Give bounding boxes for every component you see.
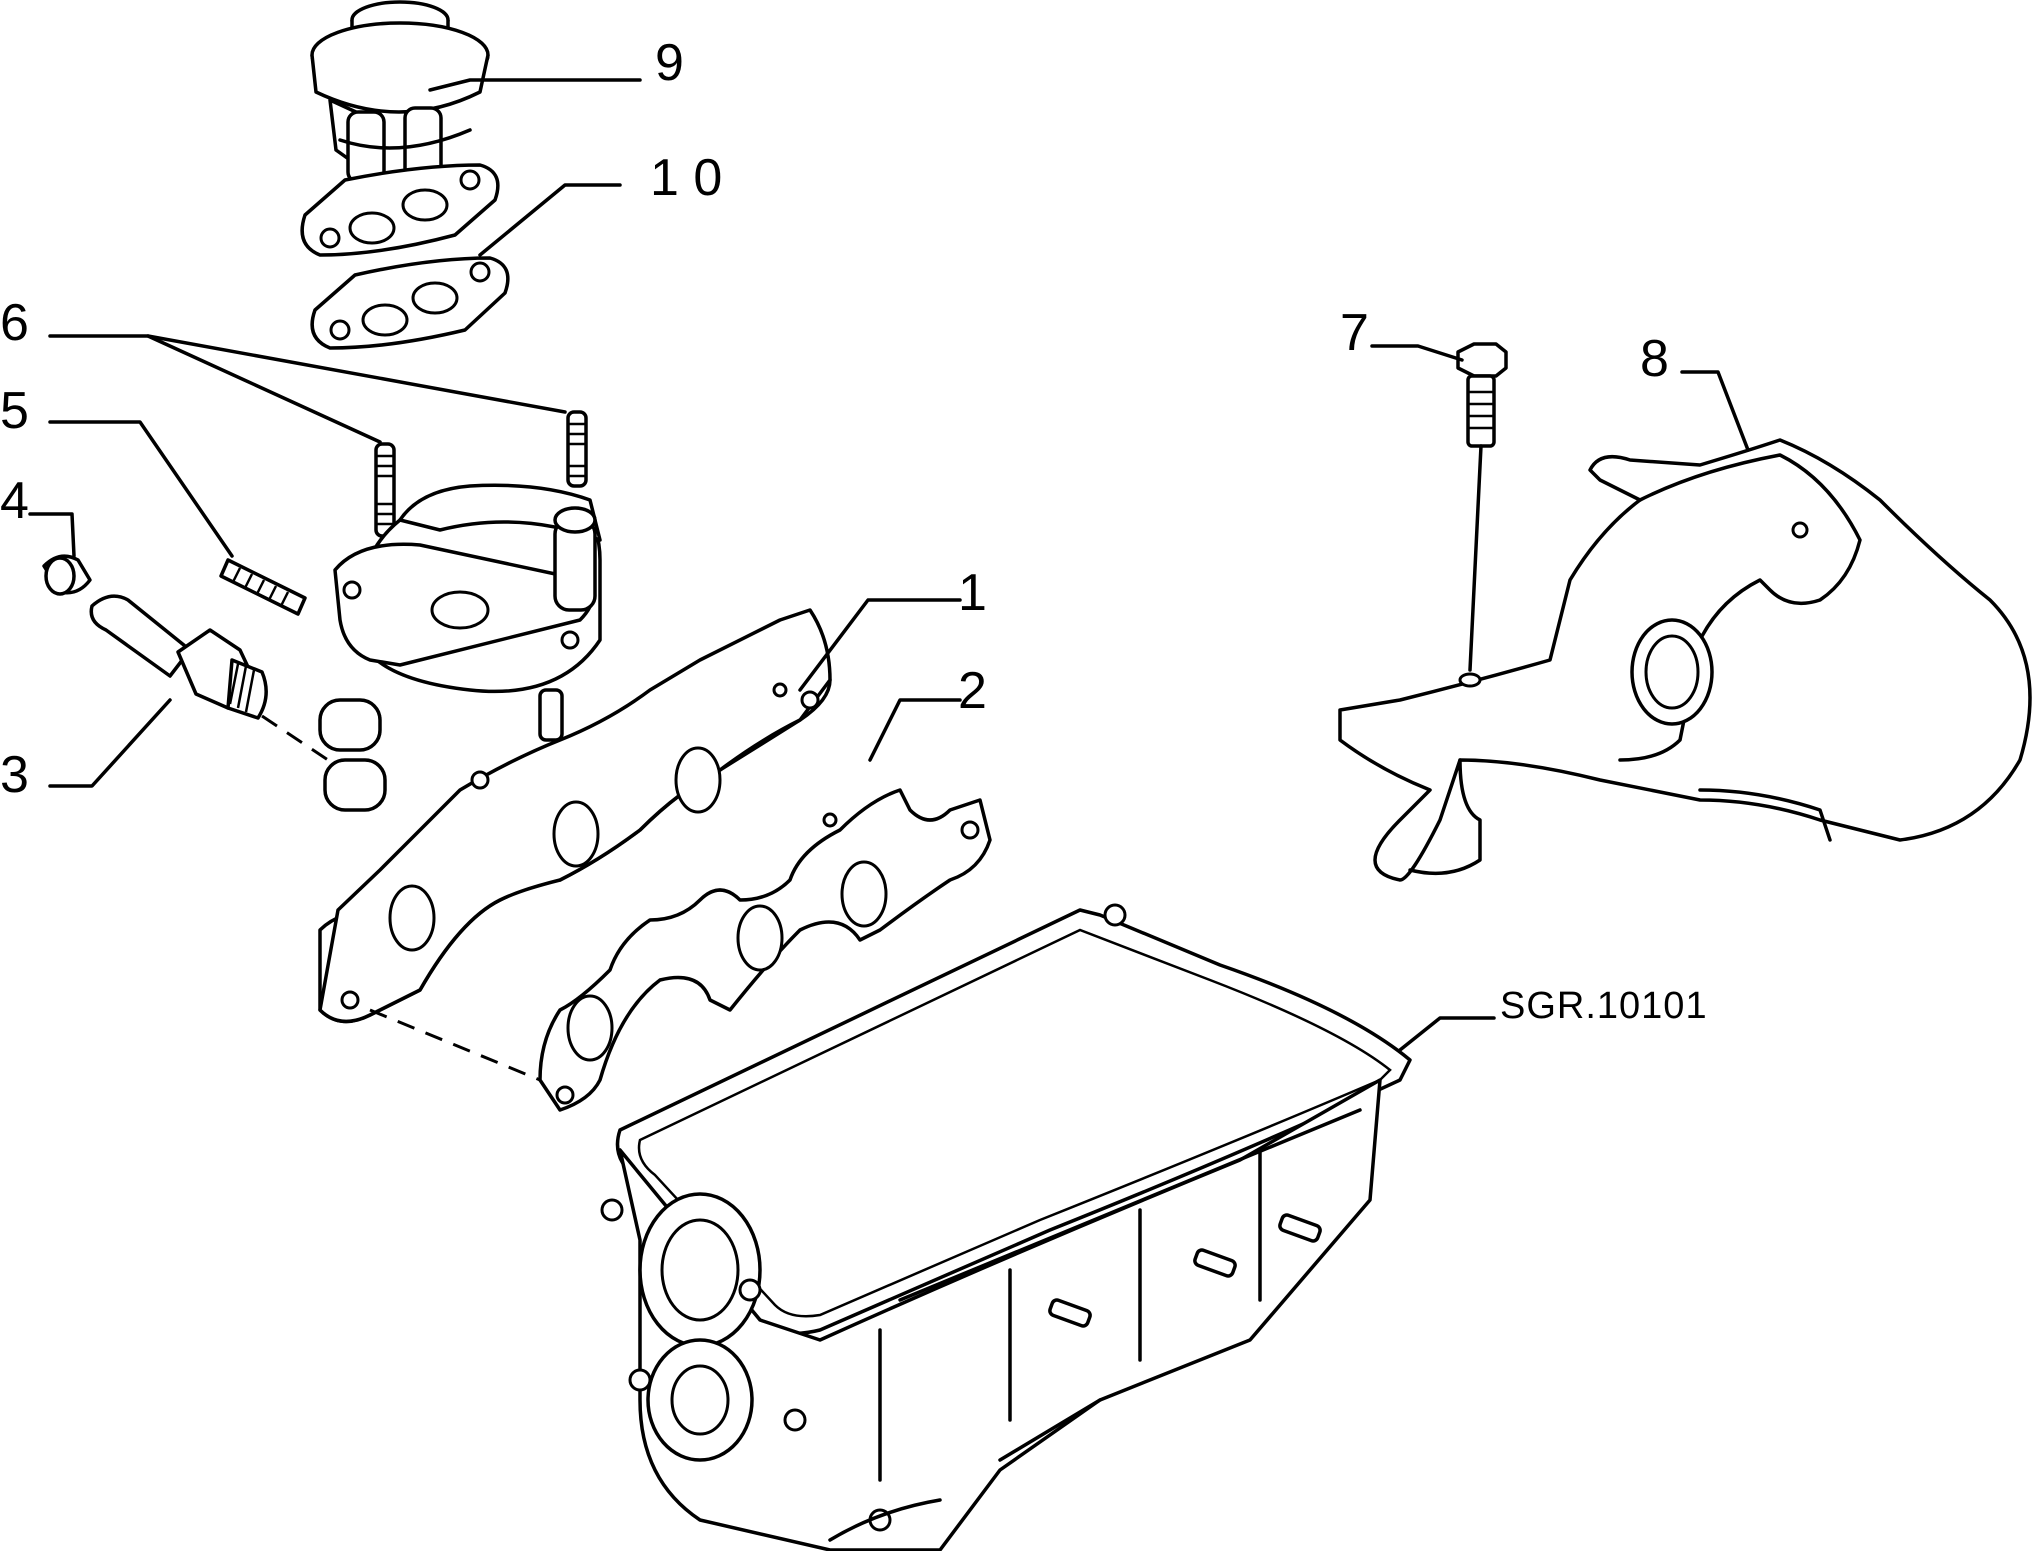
part-3-fitting <box>89 594 341 770</box>
callout-1: 1 <box>958 564 987 622</box>
callout-8: 8 <box>1640 330 1669 388</box>
callout-7: 7 <box>1340 304 1369 362</box>
part-8-heat-shield <box>1338 438 2032 882</box>
reference-code: SGR.10101 <box>1500 985 1708 1027</box>
callout-3: 3 <box>0 746 29 804</box>
part-9-valve <box>310 0 490 184</box>
callout-5: 5 <box>0 382 29 440</box>
part-5-stud <box>219 558 307 616</box>
callout-6: 6 <box>0 294 29 352</box>
part-10-gaskets <box>300 163 510 350</box>
part-2-gasket <box>538 788 992 1112</box>
callout-labels: 9 1 0 6 5 4 3 1 2 7 8 SGR.10101 <box>0 34 1708 1027</box>
callout-10: 1 0 <box>650 149 722 207</box>
part-4-plug <box>42 554 92 596</box>
callout-2: 2 <box>958 662 987 720</box>
callout-4: 4 <box>0 472 29 530</box>
cylinder-head <box>600 903 1412 1551</box>
part-7-bolt <box>1456 342 1508 672</box>
callout-9: 9 <box>655 34 684 92</box>
leader-lines <box>28 78 1750 1052</box>
part-1-exhaust-manifold <box>318 483 832 1082</box>
